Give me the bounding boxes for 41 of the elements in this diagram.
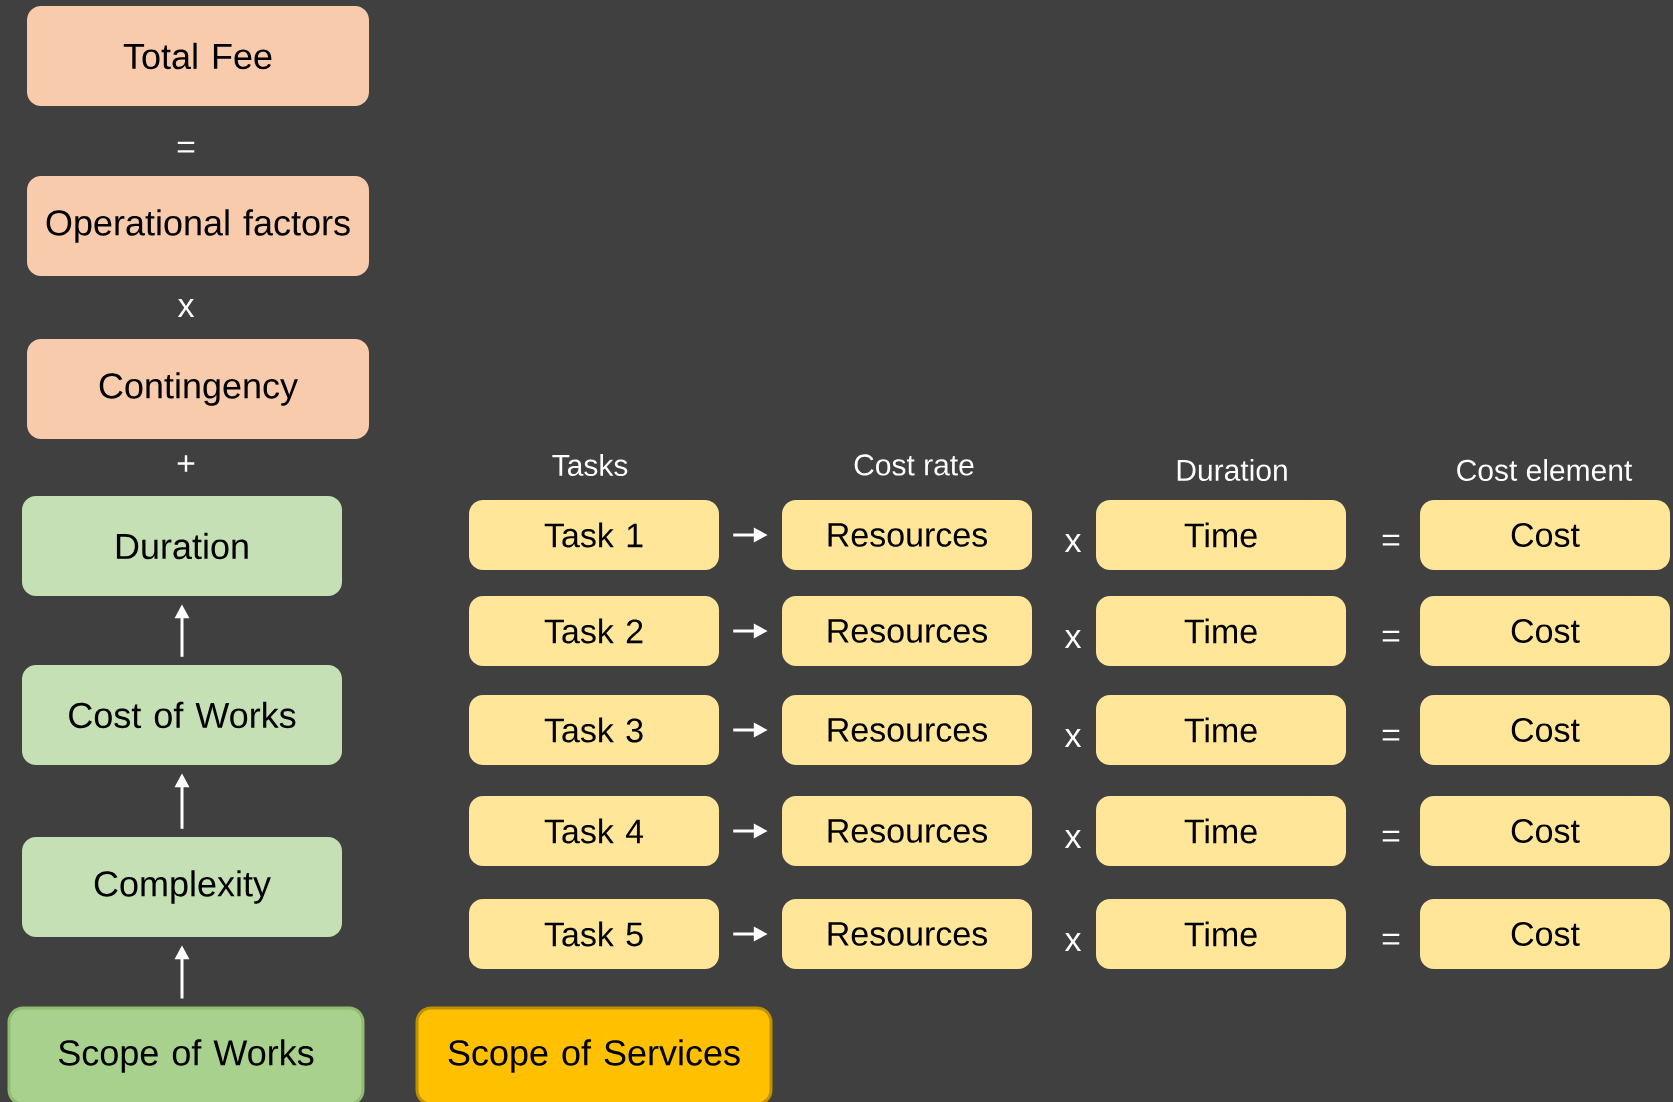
operator: x [1064,933,1082,951]
scope-box: Scope of Services [415,1006,773,1102]
task-box: Task 2 [469,596,719,666]
cost-box: Cost [1420,500,1670,570]
task-box: Task 4 [469,796,719,866]
step-box: Cost of Works [22,665,342,765]
task-box: Task 3 [469,695,719,765]
operator: x [1064,630,1082,648]
task-box: Task 5 [469,899,719,969]
operator: = [177,141,195,153]
time-box: Time [1096,596,1346,666]
operator: x [177,299,195,317]
operator: + [177,455,195,472]
cost-box: Cost [1420,695,1670,765]
factor-box: Total Fee [27,6,369,106]
operator: = [1382,729,1400,741]
scope-box: Scope of Works [7,1006,365,1102]
operator: x [1064,830,1082,848]
resource-box: Resources [782,596,1032,666]
operator: = [1382,534,1400,546]
resource-box: Resources [782,796,1032,866]
time-box: Time [1096,695,1346,765]
step-box: Duration [22,496,342,596]
operator: x [1064,534,1082,552]
factor-box: Contingency [27,339,369,439]
time-box: Time [1096,796,1346,866]
task-box: Task 1 [469,500,719,570]
step-box: Complexity [22,837,342,937]
operator: = [1382,830,1400,842]
resource-box: Resources [782,695,1032,765]
factor-box: Operational factors [27,176,369,276]
resource-box: Resources [782,899,1032,969]
cost-box: Cost [1420,899,1670,969]
operator: = [1382,933,1400,945]
operator: = [1382,630,1400,642]
time-box: Time [1096,899,1346,969]
time-box: Time [1096,500,1346,570]
resource-box: Resources [782,500,1032,570]
cost-box: Cost [1420,796,1670,866]
operator: x [1064,729,1082,747]
cost-box: Cost [1420,596,1670,666]
